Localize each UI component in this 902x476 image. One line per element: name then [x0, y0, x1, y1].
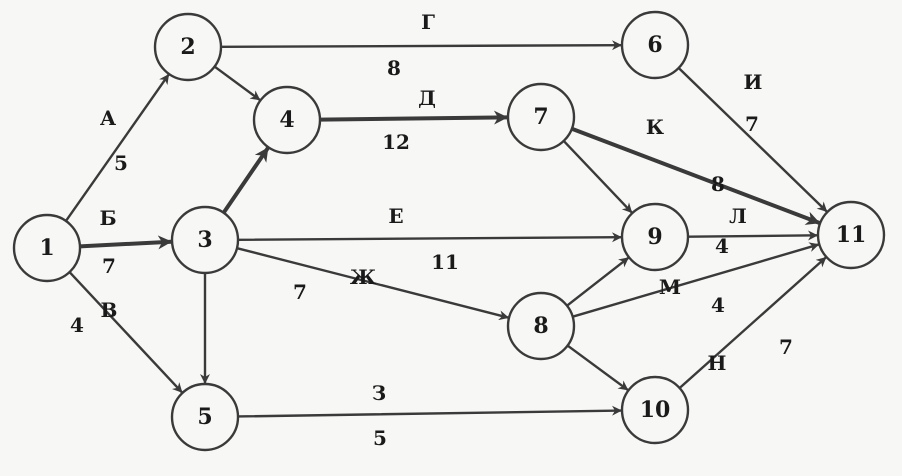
- node-9: 9: [620, 202, 690, 272]
- edge-letter-4-7: Д: [418, 86, 436, 110]
- edges-layer: [64, 40, 828, 418]
- node-label-3: 3: [197, 227, 212, 253]
- node-label-5: 5: [197, 404, 212, 430]
- edge-arrow-5-10: [236, 405, 623, 418]
- edge-letter-1-2: А: [100, 106, 117, 130]
- node-1: 1: [12, 213, 82, 283]
- node-2: 2: [153, 12, 223, 82]
- edge-weight-1-2: 5: [114, 151, 128, 175]
- node-label-4: 4: [279, 107, 294, 133]
- edge-weight-1-3: 7: [102, 254, 116, 278]
- edge-arrow-3-8: [235, 246, 510, 321]
- edge-letter-6-11: И: [744, 70, 763, 94]
- node-label-6: 6: [647, 32, 662, 58]
- node-label-2: 2: [180, 34, 195, 60]
- edge-weight-9-11: 4: [715, 234, 729, 258]
- edge-letter-3-9: Е: [388, 204, 403, 228]
- node-circle-4: [252, 85, 322, 155]
- edge-letter-8-11: М: [659, 275, 681, 299]
- edge-arrow-1-5: [68, 270, 183, 394]
- node-5: 5: [170, 382, 240, 452]
- node-circle-5: [170, 382, 240, 452]
- edge-letter-10-11: Н: [708, 351, 727, 375]
- edge-arrow-3-4: [221, 146, 270, 215]
- edge-letter-3-8: Ж: [350, 265, 377, 289]
- edge-arrow-8-9: [565, 256, 630, 307]
- edge-arrow-1-2: [64, 73, 170, 223]
- edge-weight-1-5: 4: [70, 313, 84, 337]
- edge-arrow-2-6: [219, 40, 623, 51]
- edge-weight-3-9: 11: [431, 250, 459, 274]
- edge-weight-2-6: 8: [387, 56, 401, 80]
- node-circle-8: [506, 291, 576, 361]
- edge-weight-8-11: 4: [711, 293, 725, 317]
- edge-arrow-7-9: [562, 139, 633, 214]
- node-4: 4: [252, 85, 322, 155]
- node-8: 8: [506, 291, 576, 361]
- edge-arrow-1-3: [77, 235, 174, 250]
- edge-letter-2-6: Г: [421, 10, 435, 34]
- node-label-10: 10: [640, 397, 671, 423]
- node-circle-7: [506, 82, 576, 152]
- node-6: 6: [620, 10, 690, 80]
- edge-letter-7-11: К: [646, 115, 664, 139]
- node-label-11: 11: [836, 222, 867, 248]
- node-circle-3: [170, 205, 240, 275]
- edge-letter-1-5: В: [101, 298, 118, 322]
- edge-letter-9-11: Л: [729, 204, 747, 228]
- edge-weight-3-8: 7: [293, 280, 307, 304]
- edge-arrow-2-4: [213, 65, 261, 102]
- node-label-9: 9: [647, 224, 662, 250]
- edge-arrow-4-7: [317, 110, 510, 125]
- edge-weight-7-11: 8: [711, 172, 725, 196]
- edge-arrow-7-11: [569, 126, 822, 225]
- edge-weight-4-7: 12: [382, 130, 410, 154]
- edge-arrow-6-11: [677, 66, 828, 213]
- node-circle-10: [620, 375, 690, 445]
- edge-arrow-9-11: [686, 230, 819, 241]
- edge-weight-6-11: 7: [745, 112, 759, 136]
- node-circle-6: [620, 10, 690, 80]
- edge-letter-1-3: Б: [99, 206, 116, 230]
- node-11: 11: [816, 200, 886, 270]
- edge-arrow-10-11: [678, 256, 827, 390]
- node-circle-2: [153, 12, 223, 82]
- node-circle-11: [816, 200, 886, 270]
- edge-arrow-8-10: [566, 344, 629, 392]
- node-3: 3: [170, 205, 240, 275]
- node-10: 10: [620, 375, 690, 445]
- node-circle-1: [12, 213, 82, 283]
- node-label-7: 7: [533, 104, 548, 130]
- node-label-8: 8: [533, 313, 548, 339]
- node-label-1: 1: [39, 235, 54, 261]
- node-7: 7: [506, 82, 576, 152]
- edge-letter-5-10: З: [372, 381, 386, 405]
- edge-weight-5-10: 5: [373, 426, 387, 450]
- edge-arrow-8-11: [571, 242, 820, 318]
- edge-weight-10-11: 7: [779, 335, 793, 359]
- edge-arrow-3-9: [236, 232, 623, 243]
- node-circle-9: [620, 202, 690, 272]
